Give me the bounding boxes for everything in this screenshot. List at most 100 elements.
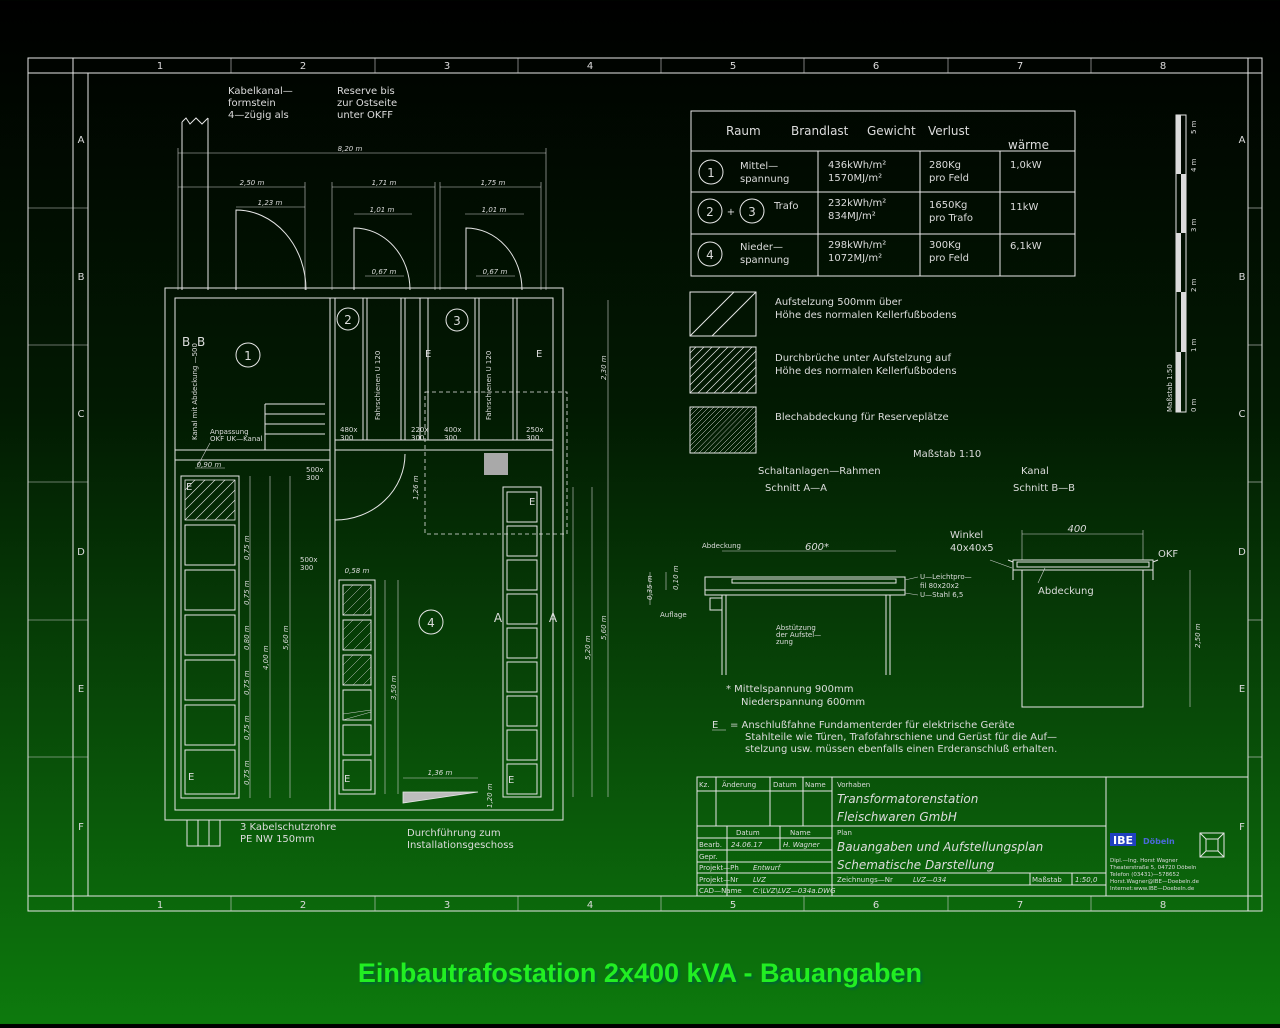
row-label-right: D [1238, 547, 1246, 558]
opening-5b: 300 [306, 474, 319, 482]
detail-width-right: 400 [1067, 524, 1086, 535]
earth-mark: E [508, 775, 514, 786]
col-label-bottom: 7 [1017, 900, 1023, 911]
opening-3b: 300 [444, 434, 457, 442]
detail-abstuetzung: Abstützung [776, 624, 816, 632]
table-header-waerme: wärme [1008, 138, 1049, 152]
room-number-2: 2 [344, 313, 352, 327]
col-label-bottom: 8 [1160, 900, 1166, 911]
row-label-right: C [1239, 409, 1246, 420]
detail-footnote-1: * Mittelspannung 900mm [726, 684, 854, 695]
plan-2: Schematische Darstellung [837, 858, 995, 872]
dim-h2: 1,26 m [412, 475, 420, 500]
earth-note-2: Stahlteile wie Türen, Trafofahrschiene u… [745, 732, 1057, 743]
opening-6a: 500x [300, 556, 318, 564]
room-number-1: 1 [244, 349, 252, 363]
col-label-bottom: 5 [730, 900, 736, 911]
col-label-bottom: 3 [444, 900, 450, 911]
table-verlust: 1,0kW [1010, 160, 1042, 171]
ns-cabinets-left [338, 579, 376, 795]
earth-note-1: = Anschlußfahne Fundamenterder für elekt… [730, 720, 1015, 731]
dim-h4: 5,60 m [282, 625, 290, 650]
gepr-label: Gepr. [699, 853, 718, 861]
earth-mark: E [188, 772, 194, 783]
dim-r2: 0,80 m [243, 625, 251, 650]
scale-bar: Maßstab 1:50 5 m 4 m 3 m 2 m 1 m 0 m [1166, 114, 1198, 413]
detail-abstuetzung: zung [776, 638, 793, 646]
dim-b2: 0,58 m [345, 567, 370, 575]
note-reserve-2: zur Ostseite [337, 98, 397, 109]
col-label-top: 7 [1017, 61, 1023, 72]
table-brandlast: 1570MJ/m² [828, 173, 882, 184]
opening-2a: 220x [411, 426, 429, 434]
trafo-label-3: Fahrschienen U 120 [485, 351, 493, 420]
detail-dim-small: 0,35 m [646, 575, 654, 600]
detail-dim-small: 0,10 m [672, 565, 680, 590]
detail-profile: fil 80x20x2 [920, 582, 959, 590]
opening-4b: 300 [526, 434, 539, 442]
rev-header: Name [805, 781, 826, 789]
dim-w2: 1,71 m [372, 179, 397, 187]
note-schutzrohre-1: 3 Kabelschutzrohre [240, 822, 336, 833]
note-anpassung-2: OKF UK—Kanal [210, 435, 263, 443]
ns-cabinets-right [502, 486, 542, 798]
table-name: spannung [740, 255, 789, 266]
projekt-ph: Entwurf [753, 864, 782, 872]
massstab: 1:50,0 [1075, 876, 1098, 884]
detail-left-title-2: Schnitt A—A [765, 483, 827, 494]
plan-1: Bauangaben und Aufstellungsplan [837, 840, 1043, 854]
detail-width-left: 600* [805, 542, 829, 553]
detail-depth: 2,50 m [1194, 623, 1202, 648]
note-reserve-1: Reserve bis [337, 86, 395, 97]
projekt-nr-label: Projekt—Nr [699, 876, 738, 884]
section-mark-a-left: A [494, 611, 503, 625]
scale-bar-tick: 2 m [1190, 278, 1198, 292]
dim-total: 8,20 m [338, 145, 363, 153]
detail-profile: U—Stahl 6,5 [920, 591, 963, 599]
row-label-right: F [1239, 822, 1245, 833]
table-gewicht: 300Kg [929, 240, 961, 251]
opening-1a: 480x [340, 426, 358, 434]
detail-abdeckung: Abdeckung [1038, 586, 1094, 597]
earth-mark: E [536, 349, 542, 360]
dim-r1: 0,75 m [243, 580, 251, 605]
detail-footnote-2: Niederspannung 600mm [741, 697, 865, 708]
section-mark-a-right: A [549, 611, 558, 625]
col-label-top: 5 [730, 61, 736, 72]
row-label-right: B [1239, 272, 1246, 283]
zeichnungs-label: Zeichnungs—Nr [837, 876, 893, 884]
note-kabelkanal-3: 4—zügig als [228, 110, 289, 121]
company-name: IBE [1113, 834, 1133, 847]
fire-load-table: Raum Brandlast Gewicht Verlust wärme 1 M… [690, 110, 1076, 277]
table-brandlast: 1072MJ/m² [828, 253, 882, 264]
note-kanal-vertical: Kanal mit Abdeckung —500 [191, 343, 199, 440]
dim-h5: 4,00 m [262, 645, 270, 670]
table-raum-4: 4 [706, 248, 714, 262]
detail-scale: Maßstab 1:10 [913, 449, 981, 460]
detail-left-title-1: Schaltanlagen—Rahmen [758, 466, 881, 477]
col-label-top: 3 [444, 61, 450, 72]
legend-text: Höhe des normalen Kellerfußbodens [775, 366, 957, 377]
note-schutzrohre-2: PE NW 150mm [240, 834, 315, 845]
dim-r1: 0,75 m [243, 760, 251, 785]
cad-name: C:\LVZ\LVZ—034a.DWG [753, 887, 836, 895]
projekt-nr: LVZ [753, 876, 766, 884]
table-raum-3: 3 [748, 205, 756, 219]
scale-bar-tick: 0 m [1190, 398, 1198, 412]
grey-block [484, 453, 508, 475]
opening-3a: 400x [444, 426, 462, 434]
detail-winkel-2: 40x40x5 [950, 543, 994, 554]
section-details: Maßstab 1:10 Schaltanlagen—Rahmen Schnit… [646, 449, 1202, 708]
massstab-label: Maßstab [1032, 876, 1062, 884]
col-label-bottom: 6 [873, 900, 879, 911]
section-mark-b-right: B [197, 335, 205, 349]
table-gewicht: 280Kg [929, 160, 961, 171]
note-kabelkanal-2: formstein [228, 98, 276, 109]
dim-b1: 0,90 m [197, 461, 222, 469]
rev-header: Kz. [699, 781, 710, 789]
legend-text: Höhe des normalen Kellerfußbodens [775, 310, 957, 321]
legend-text: Aufstelzung 500mm über [775, 297, 903, 308]
bearb-name: H. Wagner [783, 841, 821, 849]
table-header-raum: Raum [726, 124, 761, 138]
